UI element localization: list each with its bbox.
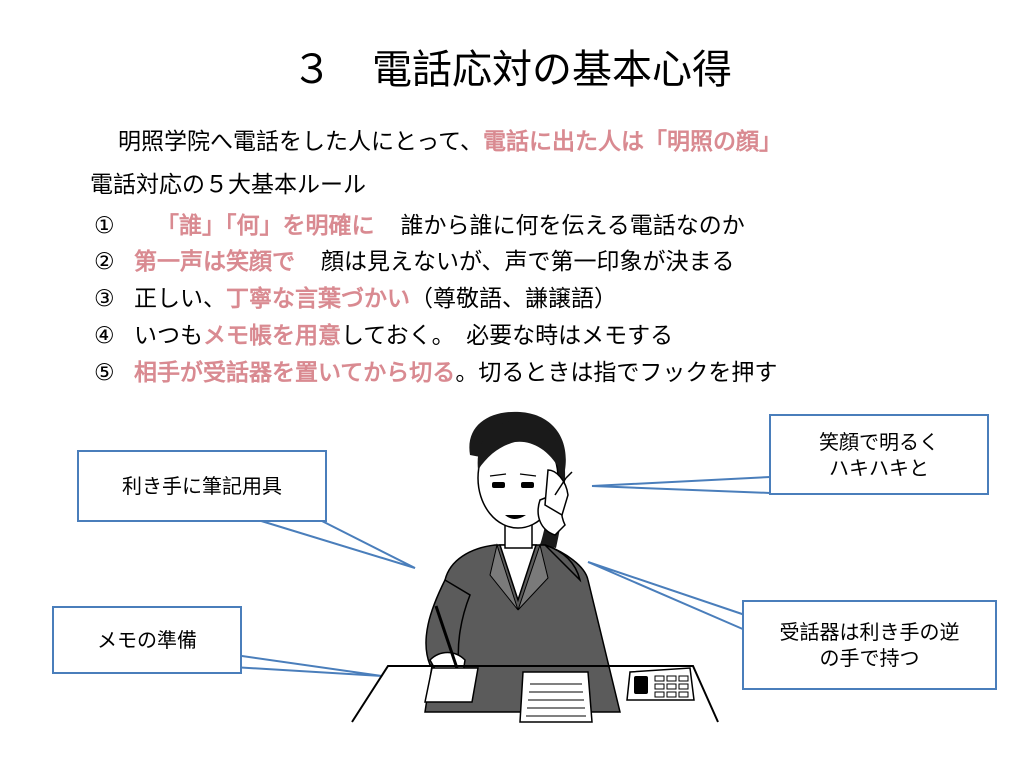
rule-number: ④ [94,323,115,349]
callout-smile-line2: ハキハキと [829,455,929,480]
callout-receiver: 受話器は利き手の逆 の手で持つ [742,600,997,690]
intro-emphasis: 電話に出た人は「明照の顔」 [483,129,783,155]
callout-smile: 笑顔で明るく ハキハキと [769,414,989,495]
rule-text: 誰から誰に何を伝える電話なのか [400,213,745,239]
rule-emphasis: 丁寧な言葉づかい [226,286,410,312]
intro-text: 明照学院へ電話をした人にとって、 [118,129,484,155]
rule-text: （尊敬語、謙譲語） [410,286,617,312]
right-eye [521,482,534,488]
documents [519,671,593,723]
rule-text: 。切るときは指でフックを押す [455,360,778,386]
rule-prefix: 正しい、 [134,286,226,312]
memo-pad [424,667,479,703]
callout-memo: メモの準備 [52,606,242,674]
rule-text: 顔は見えないが、声で第一印象が決まる [321,249,735,275]
rule-item: ② 第一声は笑顔で顔は見えないが、声で第一印象が決まる [94,247,735,277]
callout-writing-tool-text: 利き手に筆記用具 [122,474,282,498]
rule-item: ⑤ 相手が受話器を置いてから切る。切るときは指でフックを押す [94,358,777,388]
rule-emphasis: 相手が受話器を置いてから切る [134,360,456,386]
callout-memo-text: メモの準備 [97,628,197,652]
rule-item: ③ 正しい、丁寧な言葉づかい（尊敬語、謙譲語） [94,284,617,314]
left-eye [492,482,505,488]
rule-number: ⑤ [94,360,115,386]
rule-emphasis: 「誰」「何」を明確に [156,213,375,239]
page-title: ３ 電話応対の基本心得 [292,47,732,93]
phone-base [626,667,695,701]
rule-emphasis: 第一声は笑顔で [134,249,295,275]
callout-pointers [199,476,771,677]
rule-number: ① [94,213,115,239]
rule-emphasis: メモ帳を用意 [203,323,341,349]
rule-prefix: いつも [134,323,203,349]
rules-heading: 電話対応の５大基本ルール [90,172,366,198]
rule-number: ③ [94,286,115,312]
rule-item: ④ いつもメモ帳を用意しておく。 必要な時はメモする [94,321,673,351]
callout-smile-line1: 笑顔で明るく [819,429,939,454]
desk [351,665,719,723]
callout-receiver-line1: 受話器は利き手の逆 [779,620,960,644]
rule-number: ② [94,249,115,275]
intro-line: 明照学院へ電話をした人にとって、電話に出た人は「明照の顔」 [118,127,782,157]
rule-item: ① 「誰」「何」を明確に誰から誰に何を伝える電話なのか [94,211,745,241]
rule-text: しておく。 必要な時はメモする [341,323,674,349]
hair-front [477,419,561,470]
callout-writing-tool: 利き手に筆記用具 [77,450,327,522]
mouth [505,515,526,519]
callout-receiver-line2: の手で持つ [819,646,920,670]
